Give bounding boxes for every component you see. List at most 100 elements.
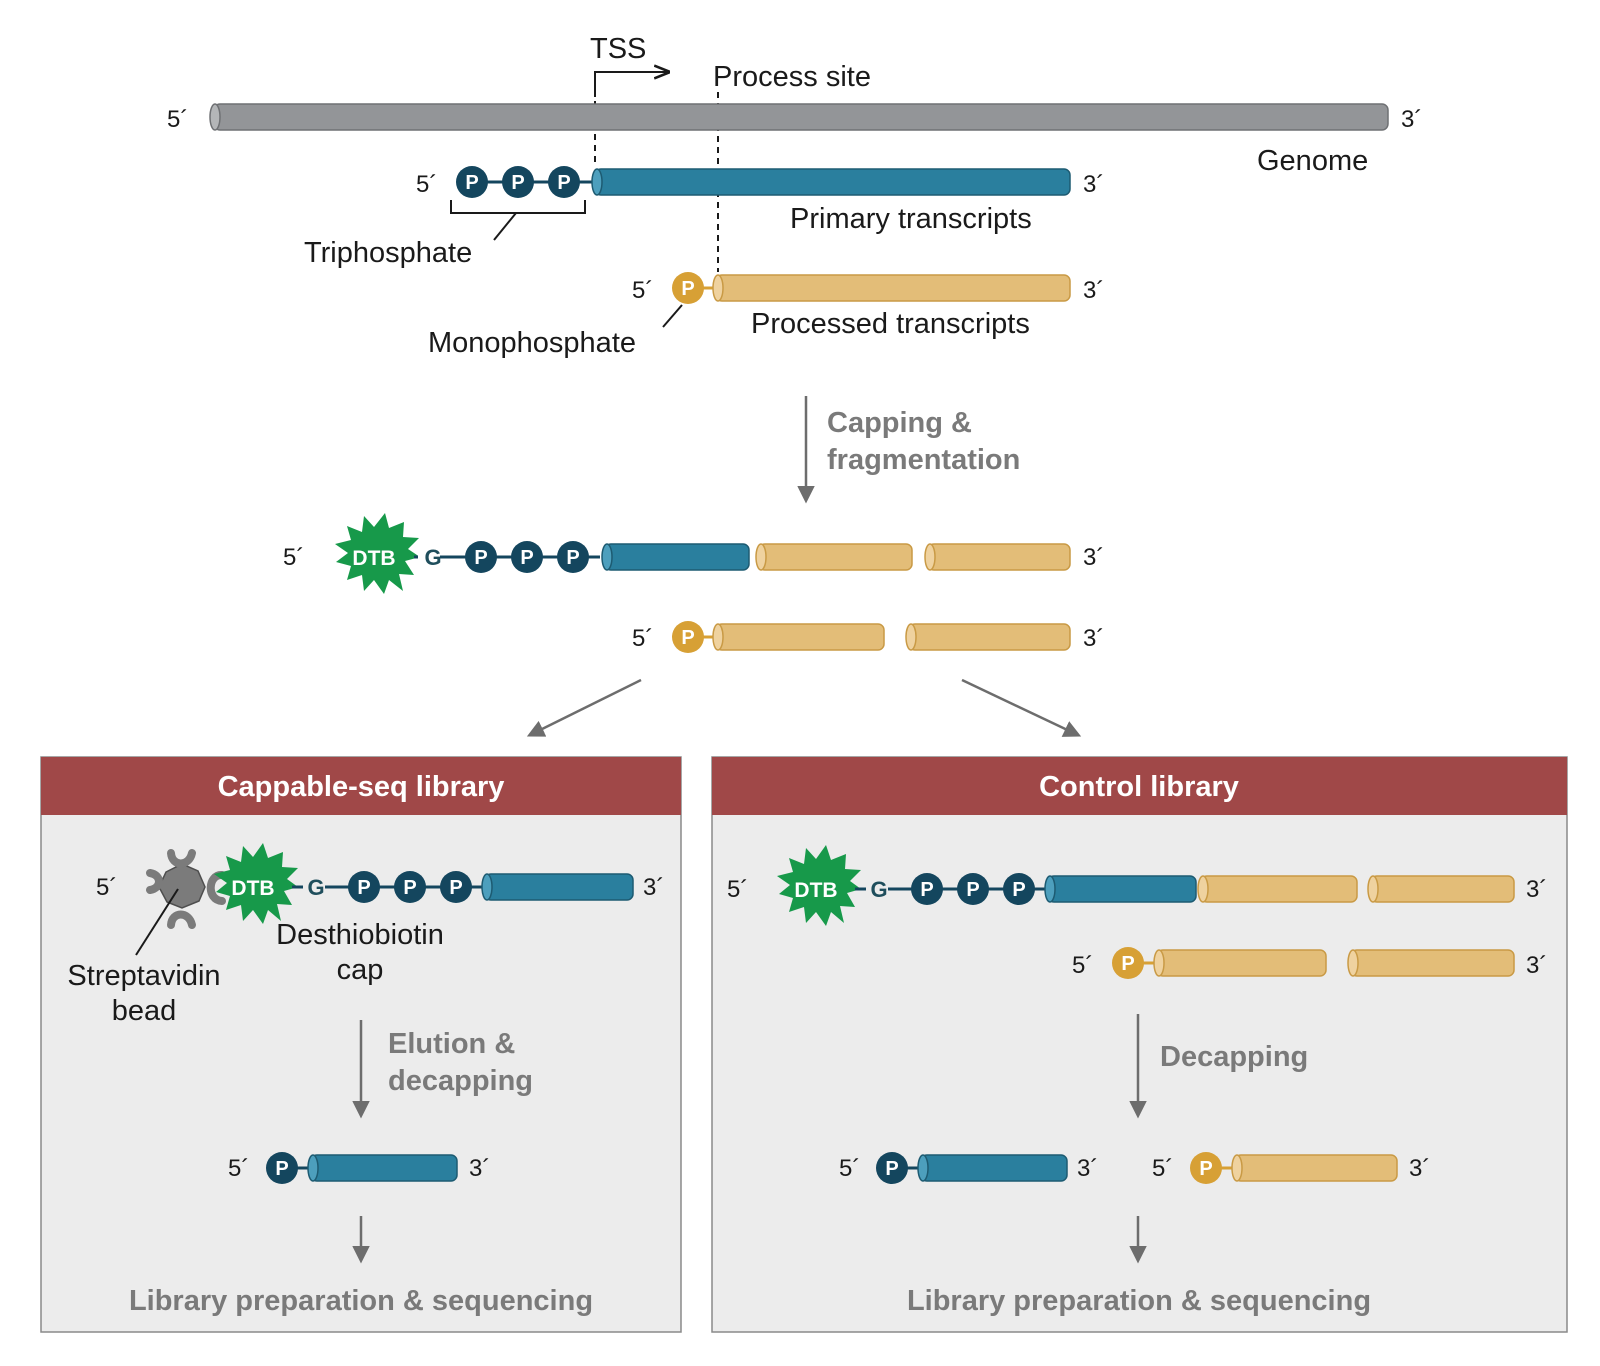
primary-transcript-bar (591, 168, 1071, 196)
left-result-fragment (307, 1154, 458, 1182)
streptavidin-pointer (135, 888, 179, 956)
split-arrow-right (961, 678, 1082, 737)
svg-text:P: P (403, 877, 416, 899)
svg-text:P: P (520, 547, 533, 569)
primary-triphosphate: P P P (456, 166, 600, 198)
split-arrow-left (526, 678, 642, 737)
genome-bar (209, 103, 1389, 131)
right-mono-5prime: 5´ (1072, 952, 1093, 979)
genome-5prime: 5´ (167, 106, 188, 133)
triphosphate-label: Triphosphate (304, 237, 472, 269)
svg-text:P: P (1012, 879, 1025, 901)
right-result-dark-5prime: 5´ (839, 1155, 860, 1182)
processed-3prime: 3´ (1083, 277, 1104, 304)
svg-text:P: P (681, 278, 694, 300)
capped-dtb-star: DTB (335, 513, 420, 594)
right-capped-3prime: 3´ (1526, 876, 1547, 903)
capped-processed-fragment-2 (924, 543, 1071, 571)
right-g-triphosphate: G P P P (855, 873, 1055, 905)
process-site-label: Process site (713, 61, 871, 93)
right-processed-fragment-2 (1367, 875, 1515, 903)
svg-text:P: P (465, 172, 478, 194)
svg-text:P: P (474, 547, 487, 569)
svg-text:P: P (357, 877, 370, 899)
mono-processed-fragment-2 (905, 623, 1071, 651)
right-mono-3prime: 3´ (1526, 952, 1547, 979)
streptavidin-label-line1: Streptavidin (67, 960, 220, 992)
right-result-dark-3prime: 3´ (1077, 1155, 1098, 1182)
streptavidin-label-line2: bead (112, 995, 177, 1027)
svg-text:P: P (1121, 953, 1134, 975)
elution-step-line1: Elution & (388, 1028, 515, 1060)
processed-monophosphate: P (672, 272, 720, 304)
svg-text:P: P (511, 172, 524, 194)
primary-5prime: 5´ (416, 171, 437, 198)
desthiobiotin-label-line2: cap (337, 954, 384, 986)
right-result-dark-fragment (917, 1154, 1068, 1182)
mono-processed-fragment-1 (712, 623, 885, 651)
tss-label: TSS (590, 33, 646, 65)
decapping-step: Decapping (1160, 1041, 1308, 1073)
right-result-gold-3prime: 3´ (1409, 1155, 1430, 1182)
svg-text:DTB: DTB (794, 879, 837, 902)
primary-transcripts-label: Primary transcripts (790, 203, 1032, 235)
right-mono-fragment-2 (1347, 949, 1515, 977)
monophosphate-pointer (662, 304, 683, 328)
svg-text:DTB: DTB (352, 547, 395, 570)
svg-text:P: P (966, 879, 979, 901)
svg-text:P: P (681, 627, 694, 649)
mono-3prime: 3´ (1083, 625, 1104, 652)
capped-5prime: 5´ (283, 544, 304, 571)
processed-transcripts-label: Processed transcripts (751, 308, 1030, 340)
svg-text:P: P (920, 879, 933, 901)
capped-g-triphosphate: G P P P (414, 541, 600, 573)
svg-text:G: G (870, 877, 887, 902)
left-primary-fragment (481, 873, 634, 901)
cappable-seq-title: Cappable-seq library (218, 771, 505, 803)
left-result-5prime: 5´ (228, 1155, 249, 1182)
right-dtb-star: DTB (777, 845, 861, 926)
left-library-step: Library preparation & sequencing (129, 1285, 593, 1317)
mono-5prime: 5´ (632, 625, 653, 652)
desthiobiotin-label-line1: Desthiobiotin (276, 919, 444, 951)
left-capped-5prime: 5´ (96, 874, 117, 901)
left-g-triphosphate: G P P P (292, 871, 490, 903)
genome-label: Genome (1257, 145, 1368, 177)
primary-3prime: 3´ (1083, 171, 1104, 198)
right-primary-fragment (1044, 875, 1197, 903)
processed-5prime: 5´ (632, 277, 653, 304)
mono-phosphate: P (672, 621, 720, 653)
elution-step-line2: decapping (388, 1065, 533, 1097)
capping-step-line1: Capping & (827, 407, 972, 439)
tss-arrow (594, 72, 667, 97)
left-dtb-star: DTB (214, 843, 298, 924)
right-library-step: Library preparation & sequencing (907, 1285, 1371, 1317)
svg-text:P: P (885, 1158, 898, 1180)
capped-processed-fragment-1 (755, 543, 913, 571)
right-result-gold-5prime: 5´ (1152, 1155, 1173, 1182)
left-capped-3prime: 3´ (643, 874, 664, 901)
capped-primary-fragment (601, 543, 750, 571)
capped-3prime: 3´ (1083, 544, 1104, 571)
svg-text:G: G (307, 875, 324, 900)
control-library-title: Control library (1039, 771, 1239, 803)
capping-step-line2: fragmentation (827, 444, 1020, 476)
triphosphate-bracket (450, 200, 586, 241)
svg-text:P: P (566, 547, 579, 569)
svg-text:G: G (424, 545, 441, 570)
right-capped-5prime: 5´ (727, 876, 748, 903)
control-library-panel: Control library 5´ DTB G P P P (711, 756, 1568, 1333)
left-result-3prime: 3´ (469, 1155, 490, 1182)
svg-text:P: P (1199, 1158, 1212, 1180)
svg-text:P: P (557, 172, 570, 194)
svg-text:P: P (449, 877, 462, 899)
processed-transcript-bar (712, 274, 1071, 302)
svg-text:DTB: DTB (231, 877, 274, 900)
monophosphate-label: Monophosphate (428, 327, 636, 359)
right-result-gold-fragment (1231, 1154, 1398, 1182)
right-processed-fragment-1 (1197, 875, 1358, 903)
cappable-seq-panel: Cappable-seq library 5´ DTB G P P P (40, 756, 682, 1333)
right-mono-fragment-1 (1153, 949, 1327, 977)
genome-3prime: 3´ (1401, 106, 1422, 133)
